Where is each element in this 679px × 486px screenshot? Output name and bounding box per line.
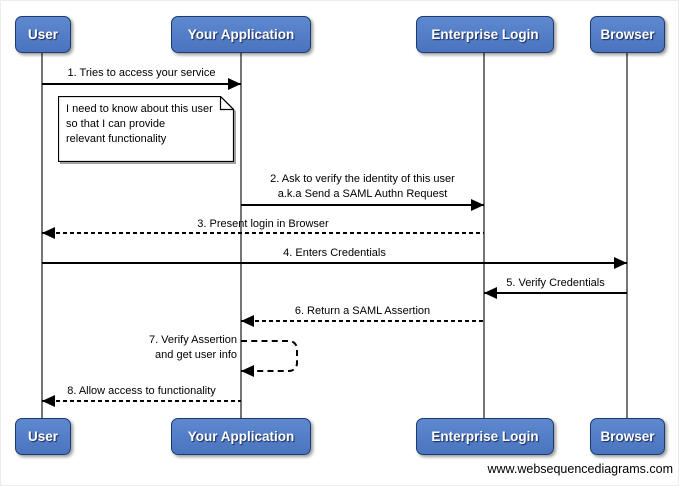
participant-your-application-top: Your Application — [171, 16, 311, 53]
note-text-line: I need to know about this user — [66, 103, 213, 115]
arrowhead-left-icon — [241, 365, 254, 377]
participant-label: User — [27, 27, 59, 42]
message-line — [241, 320, 484, 322]
message-line — [42, 262, 627, 264]
message-label-line2: a.k.a Send a SAML Authn Request — [277, 188, 448, 200]
participant-user-bottom: User — [15, 418, 71, 455]
message-label-line2: and get user info — [155, 349, 237, 361]
note-text-line: so that I can provide — [66, 118, 166, 130]
arrowhead-left-icon — [241, 315, 254, 327]
message-label: 6. Return a SAML Assertion — [294, 305, 431, 317]
message-line — [241, 204, 484, 206]
arrowhead-right-icon — [614, 257, 627, 269]
message-line — [42, 232, 484, 234]
arrowhead-right-icon — [471, 199, 484, 211]
message-label: 7. Verify Assertion — [148, 334, 237, 346]
message-line — [484, 292, 627, 294]
participant-label: Browser — [600, 429, 655, 444]
participant-your-application-bottom: Your Application — [171, 418, 311, 455]
participant-browser-bottom: Browser — [590, 418, 665, 455]
message-label: 5. Verify Credentials — [506, 277, 605, 289]
note-fold-icon — [219, 95, 235, 111]
participant-label: Enterprise Login — [431, 27, 539, 42]
lifeline-browser — [626, 53, 628, 418]
message-label: 4. Enters Credentials — [283, 247, 386, 259]
participant-user-top: User — [15, 16, 71, 53]
participant-label: Enterprise Login — [431, 429, 539, 444]
arrowhead-left-icon — [484, 287, 497, 299]
arrowhead-left-icon — [42, 227, 55, 239]
participant-browser-top: Browser — [590, 16, 665, 53]
lifeline-enterprise-login — [483, 53, 485, 418]
watermark: www.websequencediagrams.com — [487, 462, 673, 476]
participant-label: Browser — [600, 27, 655, 42]
arrowhead-left-icon — [42, 395, 55, 407]
message-label: 3. Present login in Browser — [197, 218, 329, 230]
participant-label: User — [27, 429, 59, 444]
participant-label: Your Application — [187, 429, 295, 444]
message-label: 8. Allow access to functionality — [67, 385, 216, 397]
lifeline-your-application — [240, 53, 242, 418]
message-line — [42, 83, 241, 85]
participant-enterprise-login-bottom: Enterprise Login — [416, 418, 554, 455]
note-text-line: relevant functionality — [66, 133, 167, 145]
self-call-loop — [241, 340, 298, 372]
participant-enterprise-login-top: Enterprise Login — [416, 16, 554, 53]
message-label: 1. Tries to access your service — [67, 67, 216, 79]
participant-label: Your Application — [187, 27, 295, 42]
note-shape — [57, 95, 235, 163]
note — [57, 95, 235, 167]
arrowhead-right-icon — [228, 78, 241, 90]
message-line — [42, 400, 241, 402]
message-label: 2. Ask to verify the identity of this us… — [270, 173, 455, 185]
